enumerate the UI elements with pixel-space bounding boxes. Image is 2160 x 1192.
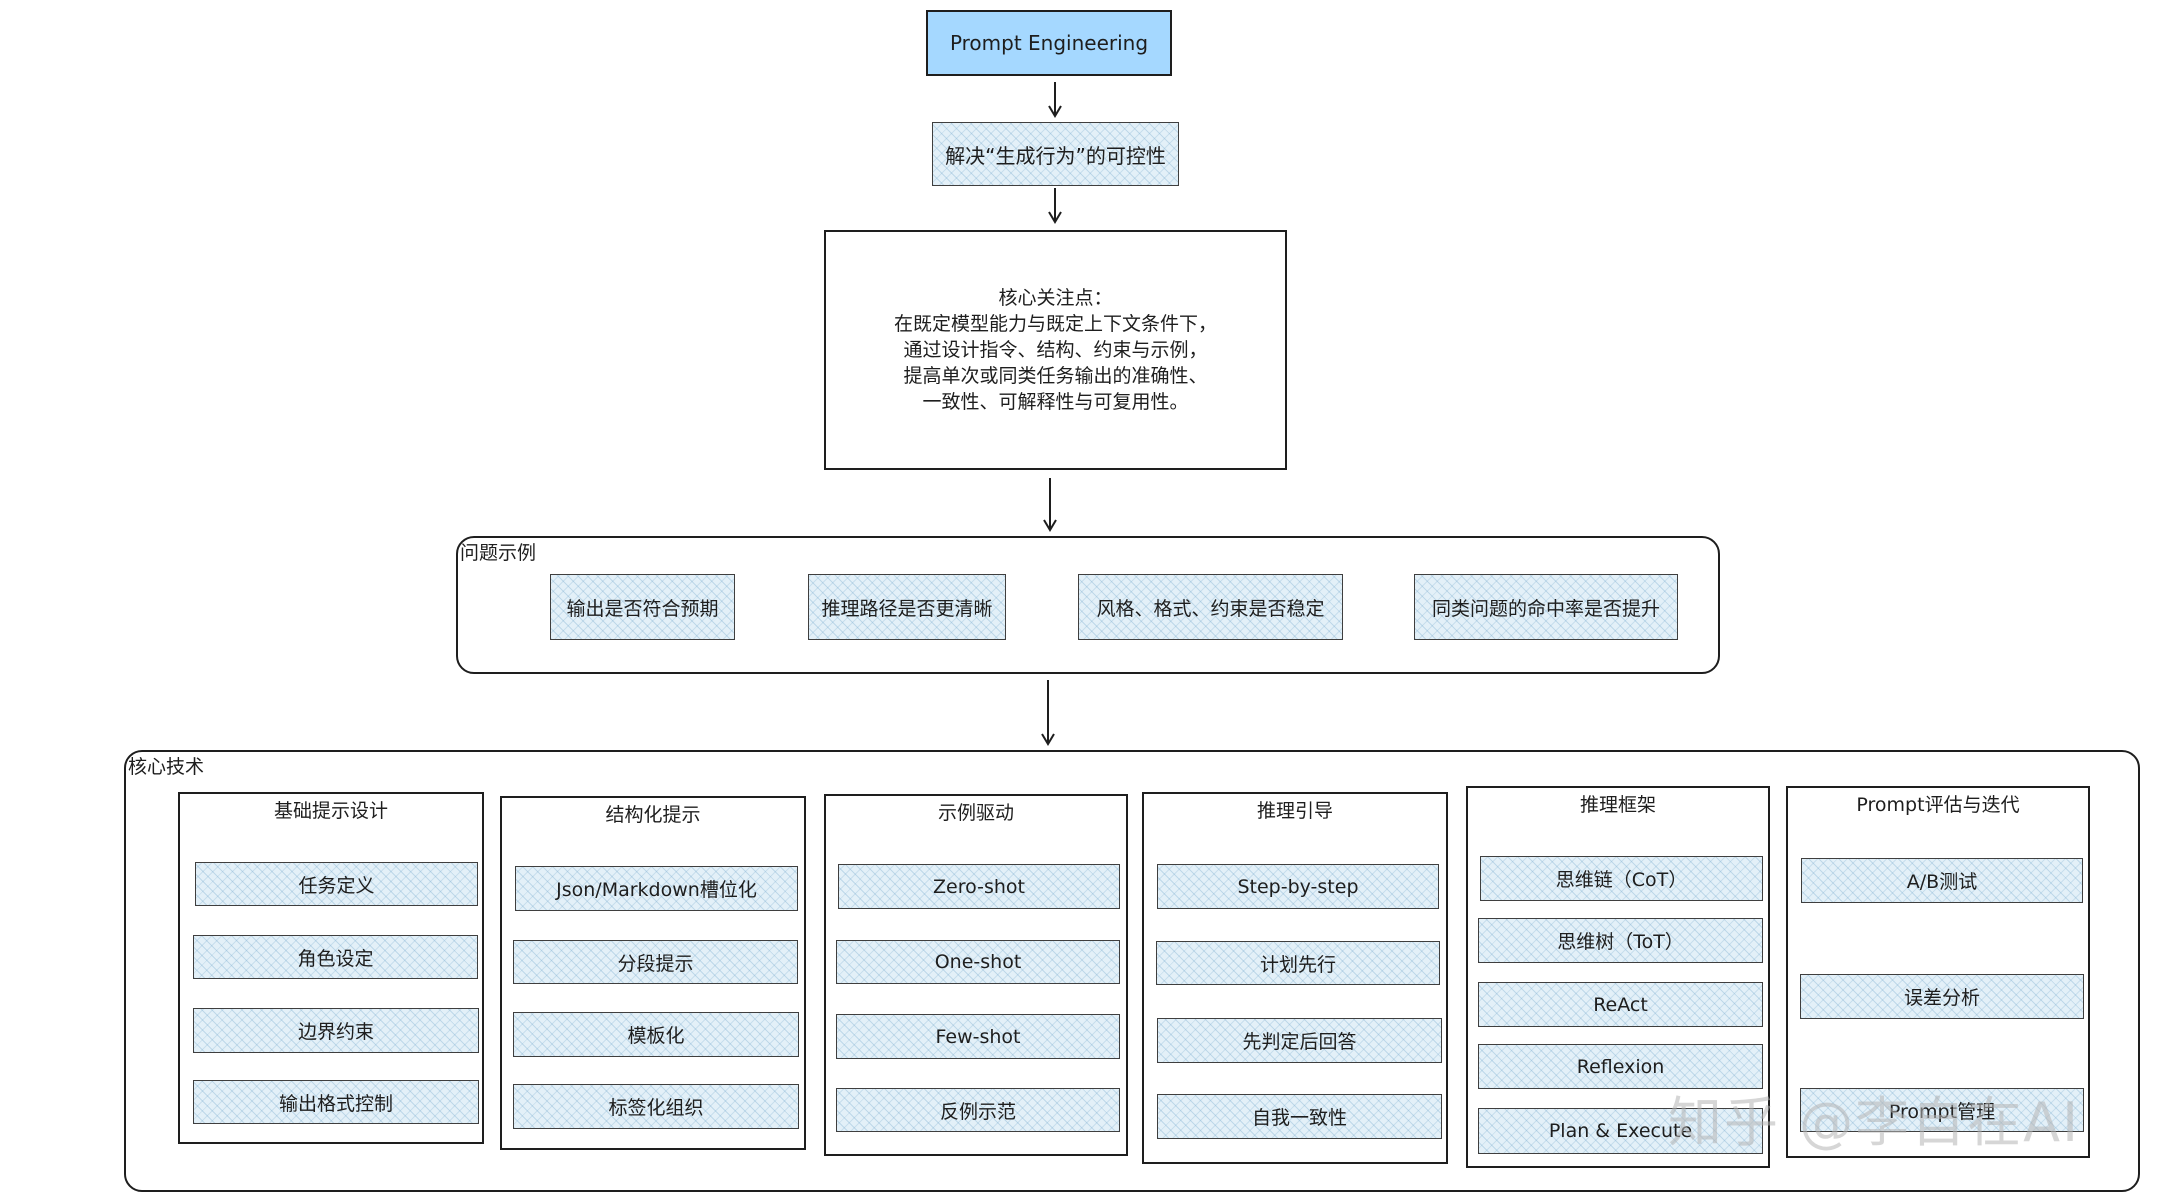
root-node: Prompt Engineering	[926, 10, 1172, 76]
problems-frame: 问题示例	[456, 536, 1720, 674]
technique-node: ReAct	[1478, 982, 1763, 1027]
arrowhead-3	[1043, 519, 1057, 532]
technique-node: 先判定后回答	[1157, 1018, 1442, 1063]
technique-node-label: Few-shot	[935, 1025, 1021, 1048]
technique-node-label: 先判定后回答	[1242, 1031, 1357, 1053]
technique-column-evaluation: Prompt评估与迭代	[1786, 786, 2090, 1158]
technique-node: 角色设定	[193, 935, 478, 979]
technique-column-reasoning-guide: 推理引导	[1142, 792, 1448, 1164]
technique-node-label: 反例示范	[939, 1100, 1016, 1123]
technique-node: 思维链（CoT）	[1480, 856, 1763, 901]
technique-node-label: Step-by-step	[1237, 875, 1359, 898]
technique-column-structured: 结构化提示	[500, 796, 806, 1150]
column-title: 示例驱动	[937, 802, 1014, 824]
core-focus-box: 核心关注点： 在既定模型能力与既定上下文条件下， 通过设计指令、结构、约束与示例…	[824, 230, 1287, 470]
problem-item-label: 推理路径是否更清晰	[821, 597, 993, 620]
goal-node: 解决“生成行为”的可控性	[932, 122, 1179, 186]
technique-node: 标签化组织	[513, 1084, 799, 1129]
arrowhead-4	[1041, 733, 1055, 746]
technique-node: 误差分析	[1800, 974, 2084, 1019]
technique-node: Plan & Execute	[1478, 1108, 1763, 1154]
technique-node: Reflexion	[1478, 1044, 1763, 1089]
core-focus-text: 核心关注点： 在既定模型能力与既定上下文条件下， 通过设计指令、结构、约束与示例…	[893, 287, 1217, 413]
technique-node: 自我一致性	[1157, 1094, 1442, 1139]
technique-node: 分段提示	[513, 940, 798, 984]
technique-node: Few-shot	[836, 1014, 1120, 1059]
technique-node: 模板化	[513, 1012, 799, 1057]
technique-node: 计划先行	[1156, 941, 1440, 985]
problem-item: 同类问题的命中率是否提升	[1414, 574, 1678, 640]
technique-node-label: 角色设定	[297, 947, 374, 970]
techniques-frame: 核心技术	[124, 750, 2140, 1192]
technique-node: One-shot	[836, 940, 1120, 984]
column-title: 推理框架	[1579, 794, 1656, 816]
technique-column-examples: 示例驱动	[824, 794, 1128, 1156]
technique-node-label: ReAct	[1593, 993, 1648, 1016]
technique-node: A/B测试	[1801, 858, 2083, 903]
problem-item-label: 风格、格式、约束是否稳定	[1096, 597, 1325, 620]
goal-node-label: 解决“生成行为”的可控性	[945, 143, 1166, 168]
technique-node: 思维树（ToT）	[1478, 918, 1763, 963]
problem-item: 输出是否符合预期	[550, 574, 735, 640]
technique-node-label: 标签化组织	[608, 1097, 704, 1119]
technique-node: Step-by-step	[1157, 864, 1439, 909]
problem-item: 风格、格式、约束是否稳定	[1078, 574, 1343, 640]
technique-node-label: 边界约束	[297, 1021, 374, 1043]
technique-node-label: 分段提示	[617, 952, 694, 975]
technique-node: 输出格式控制	[193, 1080, 479, 1124]
technique-node-label: A/B测试	[1906, 871, 1978, 893]
technique-column-frameworks: 推理框架	[1466, 786, 1770, 1168]
technique-node-label: 模板化	[627, 1025, 685, 1047]
technique-node-label: Reflexion	[1576, 1055, 1665, 1078]
problem-item-label: 同类问题的命中率是否提升	[1431, 597, 1660, 620]
technique-node-label: 思维链（CoT）	[1555, 869, 1688, 891]
technique-node-label: One-shot	[934, 951, 1022, 973]
technique-node-label: Json/Markdown槽位化	[556, 879, 757, 901]
column-title: 基础提示设计	[273, 800, 388, 822]
technique-node-label: 计划先行	[1259, 953, 1336, 976]
column-title: 推理引导	[1256, 800, 1333, 822]
arrowhead-1	[1048, 105, 1062, 118]
technique-node-label: 误差分析	[1903, 987, 1980, 1009]
column-title: Prompt评估与迭代	[1856, 794, 2020, 816]
technique-node: 任务定义	[195, 862, 478, 906]
technique-node: 反例示范	[836, 1088, 1120, 1132]
technique-node-label: 思维树（ToT）	[1557, 931, 1684, 953]
technique-column-basic: 基础提示设计	[178, 792, 484, 1144]
technique-node-label: 输出格式控制	[278, 1092, 393, 1115]
technique-node: 边界约束	[193, 1008, 479, 1053]
watermark: 知乎 @李自在AI	[1668, 1091, 2081, 1154]
arrowhead-2	[1048, 211, 1062, 224]
root-node-label: Prompt Engineering	[949, 31, 1149, 55]
column-title: 结构化提示	[605, 804, 701, 826]
technique-node-label: Prompt管理	[1888, 1100, 1996, 1123]
technique-node-label: Plan & Execute	[1548, 1120, 1693, 1142]
technique-node-label: Zero-shot	[933, 875, 1025, 898]
techniques-frame-label: 核心技术	[128, 756, 205, 778]
problem-item-label: 输出是否符合预期	[566, 597, 719, 620]
technique-node-label: 任务定义	[298, 874, 375, 897]
technique-node: Json/Markdown槽位化	[515, 866, 798, 911]
technique-node-label: 自我一致性	[1251, 1107, 1347, 1129]
problems-frame-label: 问题示例	[460, 542, 537, 564]
technique-node: Prompt管理	[1800, 1088, 2084, 1132]
technique-node: Zero-shot	[838, 864, 1120, 909]
problem-item: 推理路径是否更清晰	[808, 574, 1006, 640]
